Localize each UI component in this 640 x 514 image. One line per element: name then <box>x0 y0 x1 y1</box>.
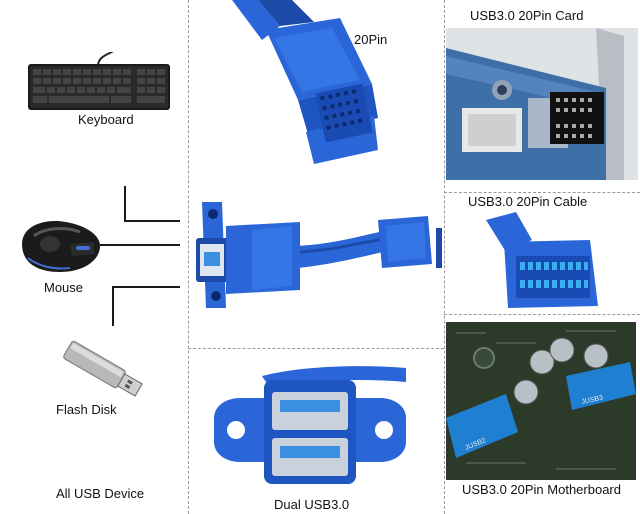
divider-right <box>444 0 445 514</box>
keyboard-label: Keyboard <box>78 112 134 127</box>
flash-disk-label: Flash Disk <box>56 402 117 417</box>
jusb3-text: JUSB3 <box>581 395 604 406</box>
wire-flash-v <box>112 286 114 326</box>
all-usb-device-label: All USB Device <box>56 486 145 501</box>
cable-label: USB3.0 20Pin Cable <box>468 194 588 209</box>
card-label: USB3.0 20Pin Card <box>470 8 584 23</box>
mouse-icon <box>14 214 104 276</box>
keyboard-icon <box>24 47 174 112</box>
header-connector-icon <box>222 0 382 166</box>
expansion-card-icon <box>446 28 638 180</box>
wire-keyboard-h <box>124 220 180 222</box>
dual-usb-panel-icon <box>210 358 410 488</box>
adapter-cable-icon <box>192 198 444 318</box>
pin20-label: 20Pin <box>354 32 388 47</box>
cable-end-icon <box>486 212 606 310</box>
wire-mouse-h <box>100 244 180 246</box>
wire-keyboard-v <box>124 186 126 222</box>
wire-flash-h <box>112 286 180 288</box>
motherboard-icon: JUSB2 JUSB3 <box>446 322 636 480</box>
divider-center-bottom <box>188 348 444 349</box>
divider-right-bottom <box>444 314 640 315</box>
dual-usb3-label: Dual USB3.0 <box>274 497 350 512</box>
mouse-label: Mouse <box>44 280 84 295</box>
divider-left <box>188 0 189 514</box>
divider-right-top <box>444 192 640 193</box>
motherboard-label: USB3.0 20Pin Motherboard <box>462 482 621 497</box>
flash-disk-icon <box>56 340 152 400</box>
